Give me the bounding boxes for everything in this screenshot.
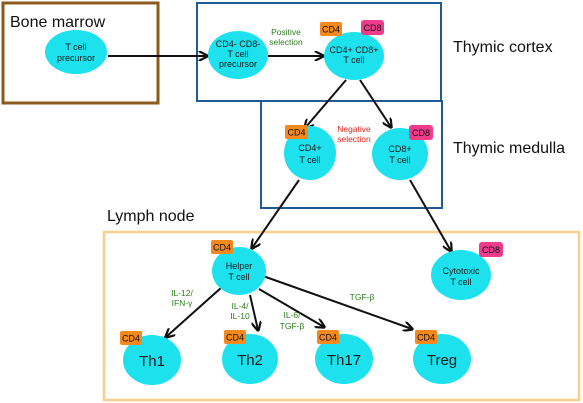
arrow-cd8sp-to-cytotoxic — [409, 179, 451, 251]
arrow-helper-to-th2 — [249, 294, 258, 330]
treg-cell: Treg CD4 — [413, 330, 471, 384]
cytotoxic-cd8-tag — [479, 242, 503, 257]
helper-t-cell: Helper T cell CD4 — [211, 240, 266, 295]
double-negative-cell: CD4- CD8- T cell precursor — [208, 31, 268, 79]
thymic-medulla-label: Thymic medulla — [453, 140, 565, 157]
precursor-cell: T cell precursor — [45, 30, 107, 74]
arrows — [108, 56, 451, 337]
th17-cell: Th17 CD4 — [315, 330, 373, 384]
th2-cell: Th2 CD4 — [222, 330, 278, 384]
dp-cell-label-1: CD4+ CD8+ — [329, 45, 378, 55]
cd4sp-cd4-tag — [285, 125, 308, 139]
negative-selection-label-2: selection — [337, 134, 371, 144]
th2-signal-label-2: IL-10 — [230, 311, 250, 321]
positive-selection-label-2: selection — [269, 37, 303, 47]
helper-cell-label-2: T cell — [228, 272, 249, 282]
treg-signal-label: TGF-β — [350, 292, 375, 302]
arrow-helper-to-treg — [262, 275, 412, 329]
th17-signal-label-2: TGF-β — [280, 321, 305, 331]
dn-cell-label-2: T cell — [227, 49, 248, 59]
thymic-cortex-label: Thymic cortex — [453, 39, 553, 56]
lymph-node-box — [102, 230, 581, 402]
bone-marrow-label: Bone marrow — [10, 14, 106, 31]
th2-cell-label: Th2 — [237, 352, 263, 369]
th17-cell-label: Th17 — [327, 352, 361, 369]
positive-selection-label-1: Positive — [271, 27, 301, 37]
thymic-medulla-box — [260, 100, 443, 209]
cd4sp-cd4-tag-label: CD4 — [287, 128, 305, 138]
th17-cd4-tag-label: CD4 — [319, 333, 337, 343]
lymph-node-label: Lymph node — [107, 208, 195, 225]
treg-cd4-tag — [415, 330, 437, 344]
cd4sp-cell-label-2: T cell — [299, 155, 320, 165]
arrow-dp-to-cd4sp — [305, 79, 347, 128]
th1-cell-label: Th1 — [139, 353, 165, 370]
th1-cd4-tag-label: CD4 — [122, 334, 140, 344]
helper-cd4-tag-label: CD4 — [213, 243, 231, 253]
dp-cd8-tag-label: CD8 — [363, 23, 381, 33]
dn-cell-label-1: CD4- CD8- — [216, 39, 261, 49]
negative-selection-label-1: Negative — [337, 124, 371, 134]
helper-cell-label-1: Helper — [226, 261, 253, 271]
treg-cd4-tag-label: CD4 — [417, 333, 435, 343]
th2-cd4-tag-label: CD4 — [226, 333, 244, 343]
treg-cell-label: Treg — [427, 352, 457, 369]
arrow-helper-to-th1 — [166, 286, 223, 337]
th1-signal-label-2: IFN-γ — [172, 298, 194, 308]
cd8-single-positive-cell: CD8+ T cell CD8 — [372, 125, 433, 180]
bone-marrow-box — [1, 1, 160, 105]
th2-cd4-tag — [224, 330, 246, 344]
cd8sp-cd8-tag-label: CD8 — [412, 128, 430, 138]
cytotoxic-cell-label-1: Cytotoxic — [442, 266, 480, 276]
dp-cd8-tag — [361, 20, 384, 35]
th2-signal-label-1: IL-4/ — [231, 301, 249, 311]
helper-cd4-tag — [211, 240, 233, 254]
cd8sp-cd8-tag — [409, 125, 433, 140]
arrow-helper-to-th17 — [258, 288, 324, 327]
dn-cell-label-3: precursor — [219, 59, 257, 69]
cytotoxic-t-cell: Cytotoxic T cell CD8 — [431, 242, 503, 300]
th1-cell: Th1 CD4 — [120, 331, 181, 385]
th17-cd4-tag — [317, 330, 339, 344]
double-positive-cell: CD4+ CD8+ T cell CD4 CD8 — [320, 20, 384, 80]
dp-cd4-tag — [320, 22, 342, 36]
cytotoxic-cell-label-2: T cell — [450, 277, 471, 287]
cd8sp-cell-label-2: T cell — [389, 155, 410, 165]
dp-cd4-tag-label: CD4 — [322, 25, 340, 35]
th1-signal-label-1: IL-12/ — [171, 288, 193, 298]
arrow-dp-to-cd8sp — [359, 79, 391, 127]
th1-cd4-tag — [120, 331, 142, 345]
precursor-cell-label-1: T cell — [65, 42, 86, 52]
dp-cell-label-2: T cell — [343, 55, 364, 65]
cd8sp-cell-label-1: CD8+ — [388, 144, 411, 154]
cd4sp-cell-label-1: CD4+ — [298, 143, 321, 153]
arrow-cd4sp-to-helper — [252, 179, 300, 248]
cytotoxic-cd8-tag-label: CD8 — [482, 245, 500, 255]
precursor-cell-label-2: precursor — [57, 53, 95, 63]
th17-signal-label-1: IL-6/ — [283, 310, 301, 320]
cd4-single-positive-cell: CD4+ T cell CD4 — [284, 125, 336, 180]
